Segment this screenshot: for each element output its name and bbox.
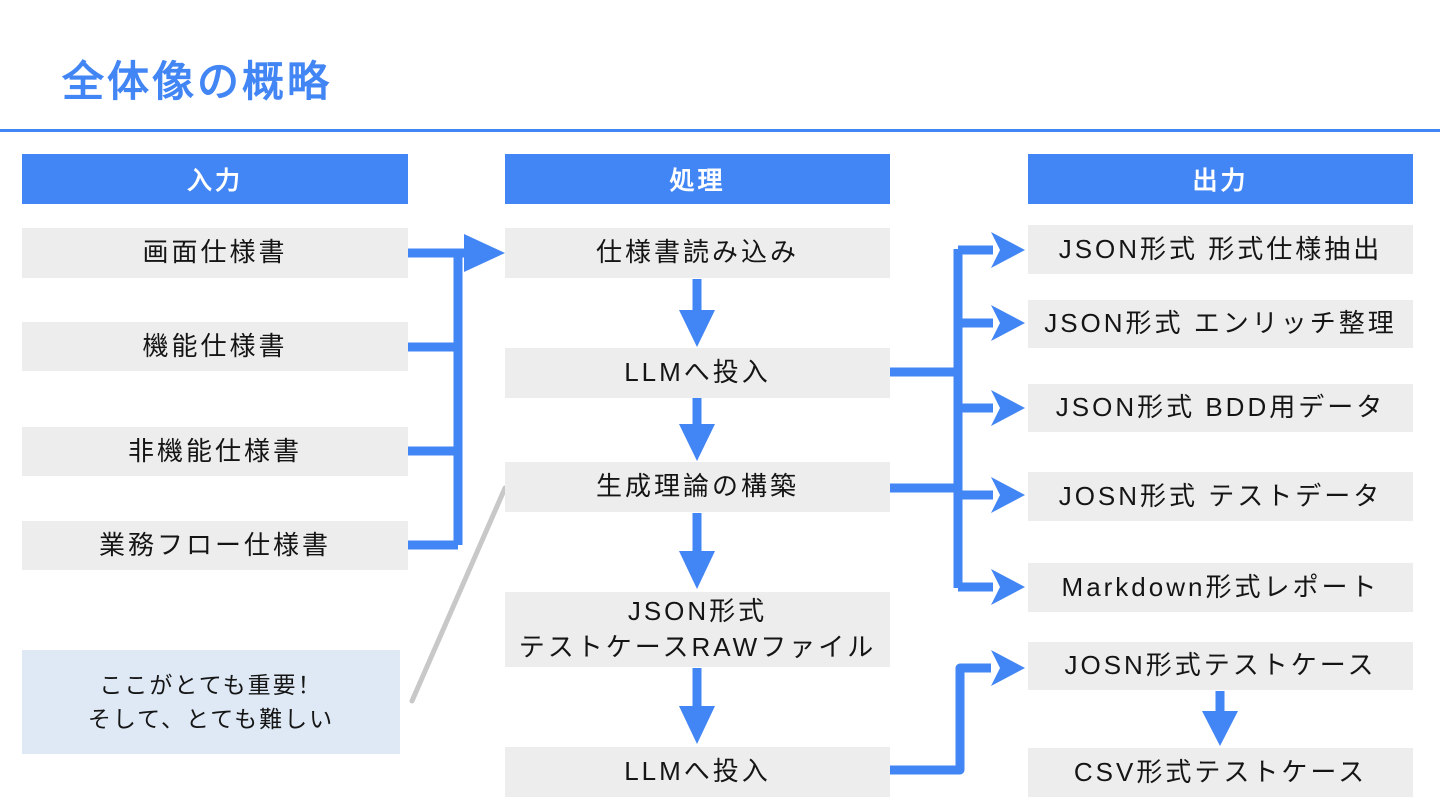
input-arrowhead	[464, 234, 505, 272]
output-fanout-lines	[890, 245, 993, 592]
column-header-process: 処理	[505, 154, 890, 204]
output-fanout-arrowheads	[991, 232, 1025, 605]
llm-to-testcase-line	[890, 663, 991, 775]
raw-file-line-1: JSON形式	[627, 596, 768, 627]
process-step-llm-input-1: LLMへ投入	[505, 348, 890, 398]
output-box-json-testcase: JOSN形式テストケース	[1028, 642, 1413, 690]
note-callout-line	[409, 485, 508, 704]
page-title: 全体像の概略	[62, 58, 333, 105]
raw-file-line-2: テストケースRAWファイル	[518, 631, 877, 662]
llm-to-testcase-arrowhead	[991, 650, 1025, 686]
testcase-down-arrowhead	[1202, 711, 1238, 746]
output-box-json-bdd: JSON形式 BDD用データ	[1028, 384, 1413, 432]
output-box-json-spec-extract: JSON形式 形式仕様抽出	[1028, 225, 1413, 274]
process-step-llm-input-2: LLMへ投入	[505, 747, 890, 797]
input-box-business-flow-spec: 業務フロー仕様書	[22, 521, 408, 570]
column-header-output: 出力	[1028, 154, 1413, 204]
process-step-json-raw-file: JSON形式 テストケースRAWファイル	[505, 592, 890, 667]
input-box-nonfunctional-spec: 非機能仕様書	[22, 427, 408, 476]
title-underline	[0, 129, 1440, 132]
process-down-arrowheads	[679, 310, 715, 744]
note-line-2: そして、とても難しい	[87, 706, 335, 732]
process-step-build-theory: 生成理論の構築	[505, 462, 890, 512]
output-box-csv-testcase: CSV形式テストケース	[1028, 748, 1413, 797]
input-box-screen-spec: 画面仕様書	[22, 228, 408, 278]
input-box-functional-spec: 機能仕様書	[22, 322, 408, 371]
note-line-1: ここがとても重要！	[99, 671, 323, 698]
output-box-markdown-report: Markdown形式レポート	[1028, 563, 1413, 612]
column-header-input: 入力	[22, 154, 408, 204]
output-box-json-testdata: JOSN形式 テストデータ	[1028, 472, 1413, 521]
important-note: ここがとても重要！ そして、とても難しい	[22, 650, 400, 754]
input-collector-arrow	[404, 248, 466, 550]
output-box-json-enrich: JSON形式 エンリッチ整理	[1028, 300, 1413, 348]
process-step-read-spec: 仕様書読み込み	[505, 228, 890, 278]
